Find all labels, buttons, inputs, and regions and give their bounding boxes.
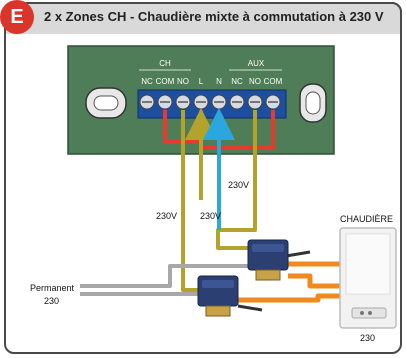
terminal-label: NO	[177, 77, 189, 86]
zone-valve-2	[197, 275, 239, 317]
step-badge: E	[0, 0, 34, 34]
grey-permanent-wires	[80, 264, 256, 296]
terminal-label: L	[199, 77, 204, 86]
terminal-label: N	[216, 77, 222, 86]
voltage-label-230v: 230V	[200, 211, 221, 221]
zone-valve-1	[247, 239, 289, 281]
group-label-ch: CH	[159, 59, 171, 68]
boiler-label: CHAUDIÈRE	[340, 214, 393, 224]
diagram-title: 2 x Zones CH - Chaudière mixte à commuta…	[44, 9, 384, 24]
terminal-label: NC	[141, 77, 153, 86]
voltage-label-230v: 230V	[156, 211, 177, 221]
terminal-label: NC	[231, 77, 243, 86]
voltage-label-230v: 230V	[228, 180, 249, 190]
permanent-voltage-label: 230	[44, 296, 59, 306]
header-bar	[4, 2, 402, 34]
terminal-label: NO	[249, 77, 261, 86]
boiler-voltage-label: 230	[360, 333, 375, 343]
permanent-supply-label: Permanent	[30, 283, 75, 293]
terminal-label: COM	[264, 77, 283, 86]
boiler-unit	[339, 227, 397, 329]
black-pipe-stubs	[237, 250, 311, 312]
group-label-aux: AUX	[248, 59, 265, 68]
orange-pipes	[236, 261, 345, 303]
terminal-label: COM	[156, 77, 175, 86]
